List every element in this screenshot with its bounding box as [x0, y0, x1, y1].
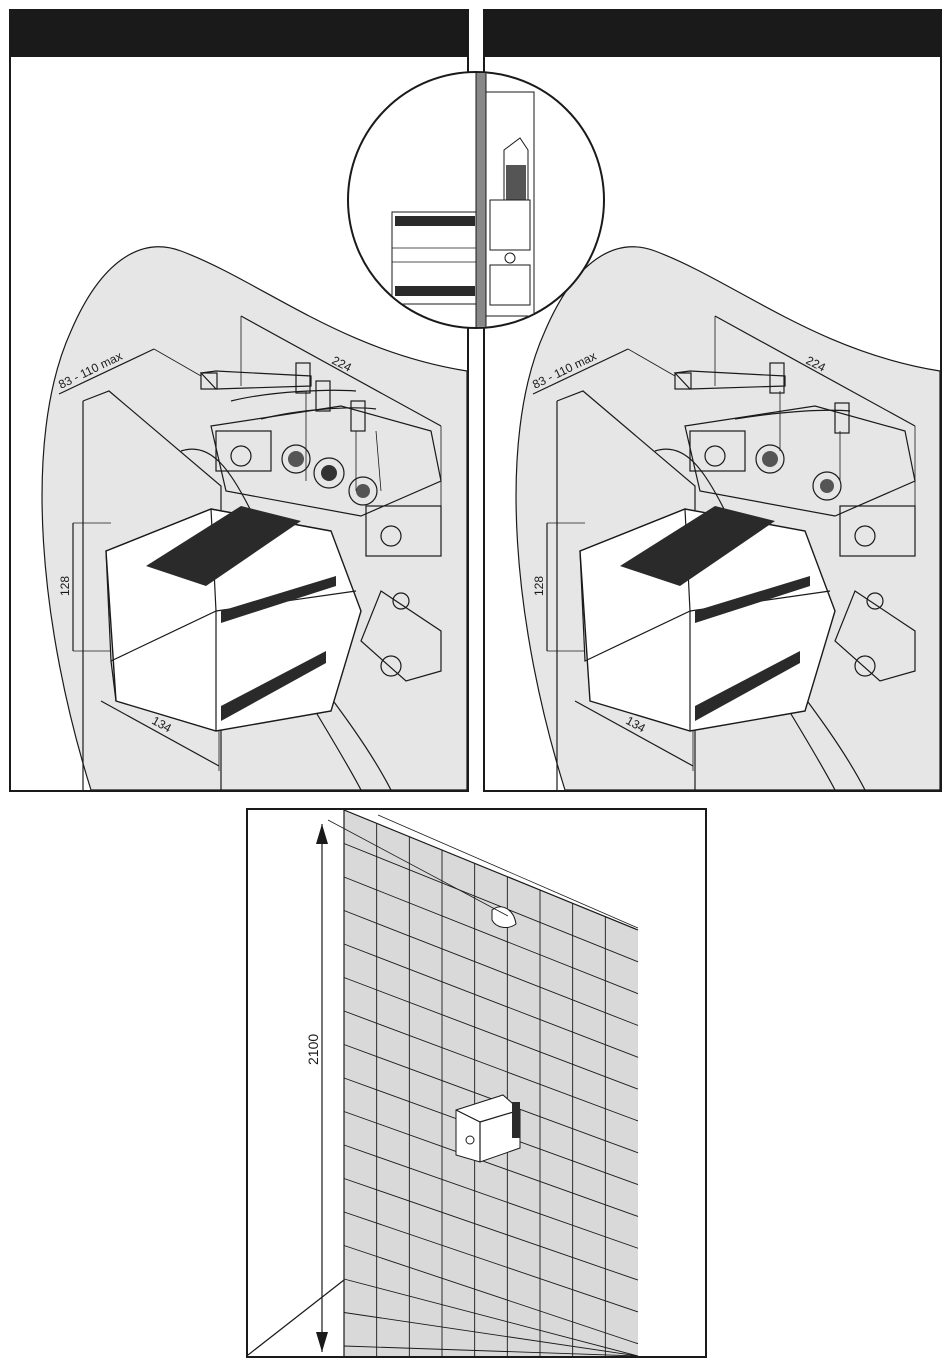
height-dimension — [316, 824, 328, 1352]
mixer-housing — [580, 506, 835, 731]
dim-height-label: 128 — [532, 576, 546, 596]
installation-panel-right: 83 - 110 max 224 128 134 — [483, 9, 942, 792]
unit-diagram-right: 83 - 110 max 224 128 134 — [485, 11, 940, 790]
mounting-height-panel: 2100 — [246, 808, 707, 1358]
tiled-wall-diagram: 2100 — [248, 810, 705, 1356]
dim-height-label: 128 — [58, 576, 72, 596]
installation-panel-left: 83 - 110 max 224 128 134 — [9, 9, 469, 792]
mount-height-label: 2100 — [305, 1034, 321, 1065]
mixer-housing — [106, 506, 361, 731]
tiled-wall — [344, 810, 638, 1356]
unit-diagram-left: 83 - 110 max 224 128 134 — [11, 11, 467, 790]
